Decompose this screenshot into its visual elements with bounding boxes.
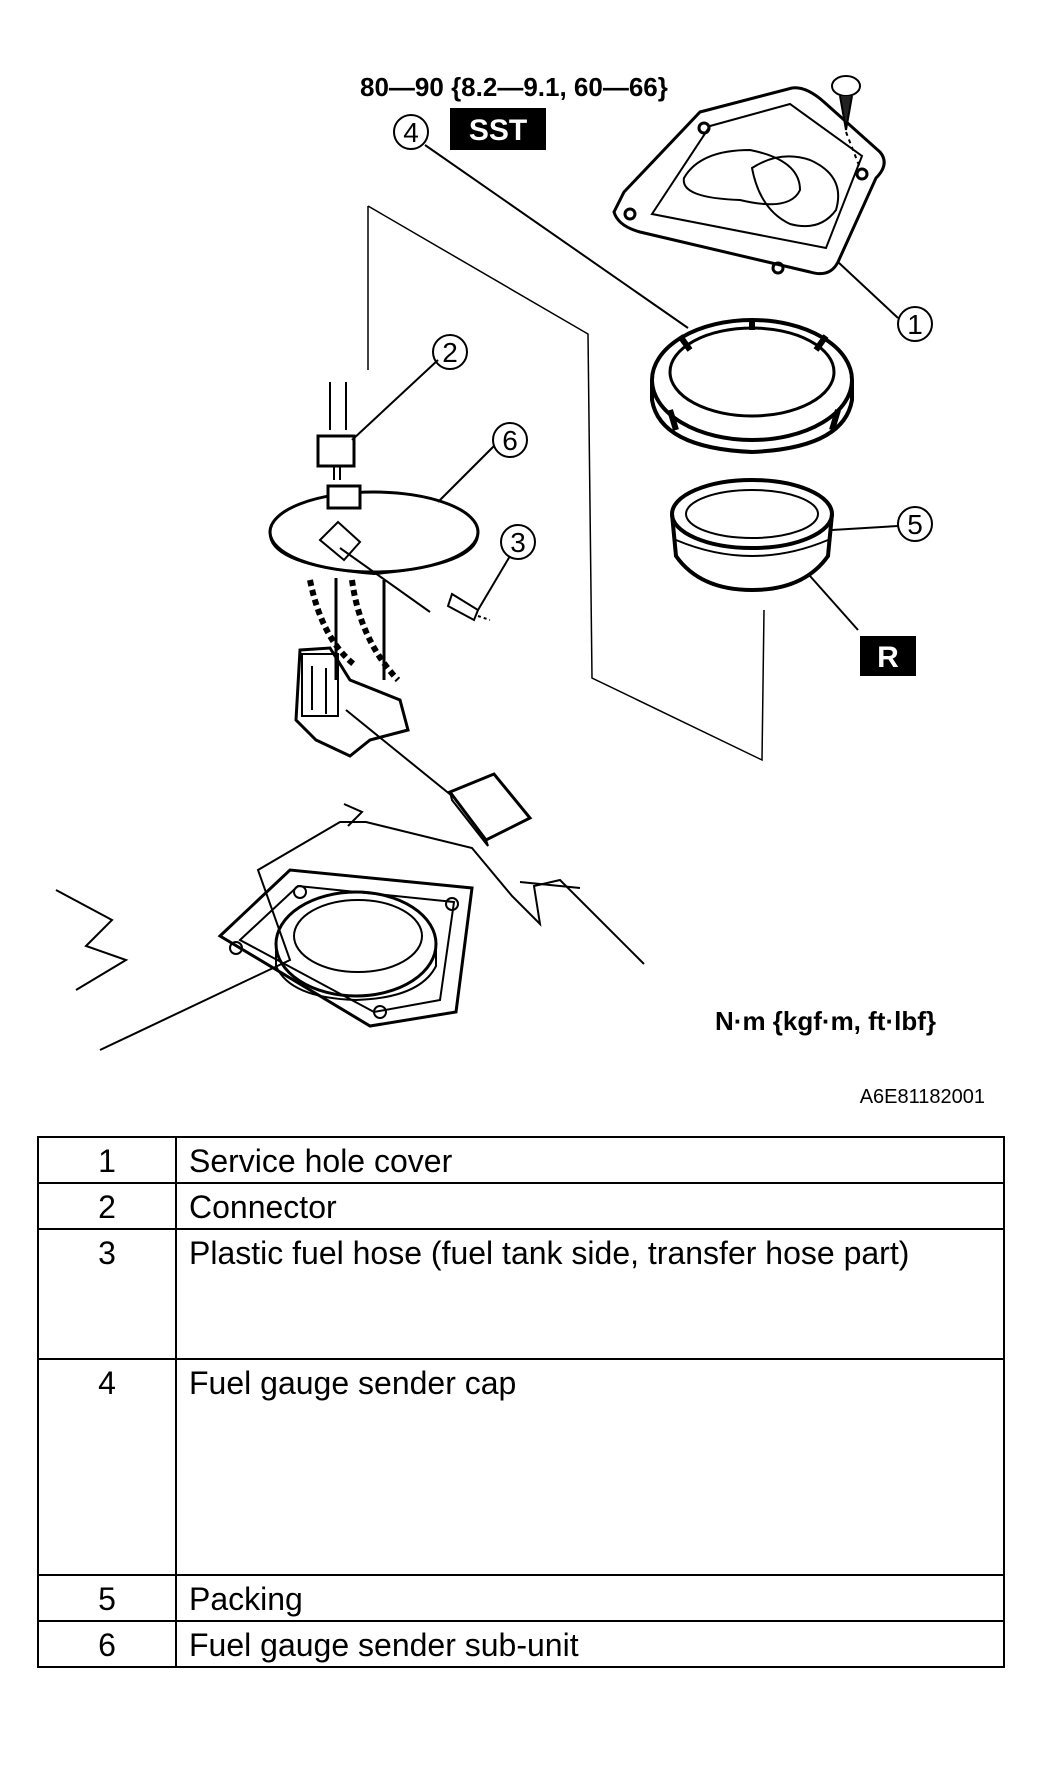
part-number: 1 [37,1136,177,1184]
part-name: Connector [175,1182,1005,1230]
sst-badge-bg [450,108,546,150]
part-number: 5 [37,1574,177,1622]
leader-2 [351,359,439,441]
part-name: Fuel gauge sender cap [175,1358,1005,1576]
part-name: Fuel gauge sender sub-unit [175,1620,1005,1668]
table-row: 5 Packing [37,1574,1005,1622]
callout-5: 5 [897,506,933,542]
figure-code: A6E81182001 [860,1086,985,1108]
r-badge-bg [860,636,916,676]
table-row: 6 Fuel gauge sender sub-unit [37,1620,1005,1668]
floor-panel [55,803,645,1051]
table-row: 3 Plastic fuel hose (fuel tank side, tra… [37,1228,1005,1360]
parts-table: 1 Service hole cover 2 Connector 3 Plast… [37,1136,1005,1668]
r-badge: R [877,641,899,674]
leader-3 [477,555,511,611]
part-number: 4 [37,1358,177,1576]
callout-6: 6 [492,422,528,458]
sst-badge: SST [469,114,527,147]
exploded-view-diagram: 80—90 {8.2—9.1, 60—66} SST 4 1 [55,72,985,1108]
callout-3: 3 [500,524,536,560]
part-number: 2 [37,1182,177,1230]
leader-r [809,575,859,631]
part-name: Plastic fuel hose (fuel tank side, trans… [175,1228,1005,1360]
callout-1: 1 [897,306,933,342]
units-note: N·m {kgf·m, ft·lbf} [715,1006,936,1036]
fuel-gauge-sender-cap [650,318,854,455]
part-number: 3 [37,1228,177,1360]
fuel-gauge-sender-sub-unit [268,484,533,847]
part-number: 6 [37,1620,177,1668]
leader-6 [437,445,495,503]
svg-text:6: 6 [502,425,518,456]
svg-text:1: 1 [907,309,923,340]
connector [316,382,356,480]
leader-1 [837,261,899,319]
table-row: 2 Connector [37,1182,1005,1230]
screw [831,75,861,169]
part-name: Service hole cover [175,1136,1005,1184]
torque-spec: 80—90 {8.2—9.1, 60—66} [360,72,668,102]
svg-text:3: 3 [510,527,526,558]
leader-4 [424,144,689,329]
table-row: 4 Fuel gauge sender cap [37,1358,1005,1576]
svg-text:5: 5 [907,509,923,540]
packing [670,478,834,593]
table-row: 1 Service hole cover [37,1136,1005,1184]
assembly-lines [367,205,765,762]
plastic-fuel-hose [446,592,491,622]
callout-2: 2 [432,334,468,370]
svg-text:4: 4 [403,117,419,148]
callout-4: 4 [393,114,429,150]
leader-5 [831,525,899,531]
part-name: Packing [175,1574,1005,1622]
svg-text:2: 2 [442,337,458,368]
